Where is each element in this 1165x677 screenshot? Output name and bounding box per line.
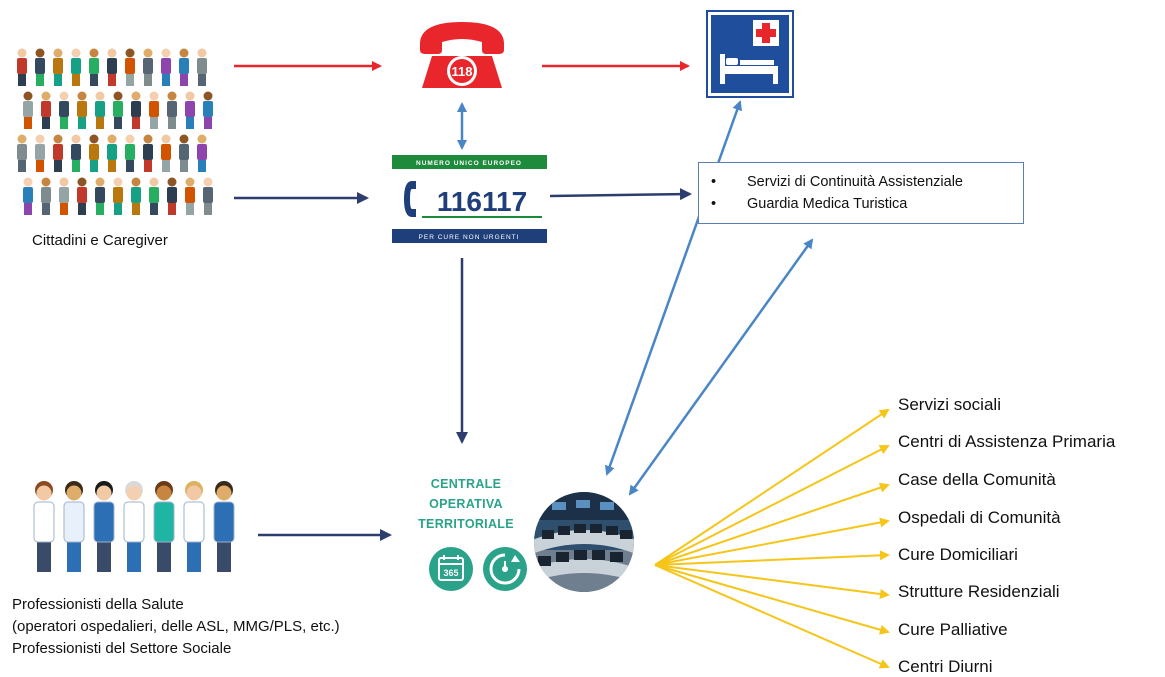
professionals-line-1: Professionisti della Salute [12,596,184,613]
services-item: Guardia Medica Turistica [699,193,1023,215]
number-116117-digits: 116117 [437,186,527,217]
arrow-116117-to-services [549,188,692,201]
professionals-line-3: Professionisti del Settore Sociale [12,640,232,657]
arrow-to-strutture-residenziali [654,564,890,599]
destination-servizi-sociali: Servizi sociali [898,395,1001,414]
calendar-365-text: 365 [443,568,458,578]
destination-cure-domiciliari: Cure Domiciliari [898,545,1018,564]
citizens-caption: Cittadini e Caregiver [32,232,168,249]
number-116117-logo: NUMERO UNICO EUROPEO 116117 PER CURE NON… [392,155,547,243]
control-room-image [532,490,636,594]
health-professionals-image [28,478,244,578]
arrow-to-centri-assistenza-primaria [654,445,890,566]
arrow-to-case-comunita [654,482,890,566]
destination-strutture-residenziali: Strutture Residenziali [898,582,1060,601]
destination-centri-assistenza-primaria: Centri di Assistenza Primaria [898,432,1116,451]
continuity-services-box: Servizi di Continuità Assistenziale Guar… [698,162,1024,224]
citizens-crowd-image [12,44,216,220]
calendar-365-icon: 365 [428,546,474,592]
professionals-caption: Professionisti della Salute (operatori o… [12,594,340,660]
arrow-to-cure-palliative [654,564,890,635]
arrow-to-centri-diurni [654,564,890,669]
services-item: Servizi di Continuità Assistenziale [699,171,1023,193]
arrow-to-servizi-sociali [654,408,890,566]
professionals-line-2: (operatori ospedalieri, delle ASL, MMG/P… [12,618,340,635]
24h-clock-icon [482,546,528,592]
number-116117-top-label: NUMERO UNICO EUROPEO [416,160,522,167]
cot-label-line-2: OPERATIVA [429,497,503,511]
emergency-number: 118 [452,64,473,79]
hospital-sign-icon [706,10,794,98]
number-116117-bottom-label: PER CURE NON URGENTI [419,234,520,241]
cot-label: CENTRALE OPERATIVA TERRITORIALE [414,474,518,534]
arrow-cot-services-bidirectional [628,238,814,496]
destination-cure-palliative: Cure Palliative [898,620,1008,639]
arrow-to-cure-domiciliari [654,550,890,566]
destination-centri-diurni: Centri Diurni [898,657,993,676]
cot-label-line-3: TERRITORIALE [418,517,514,531]
arrow-cot-hospital-bidirectional [604,100,743,476]
cot-label-line-1: CENTRALE [430,477,502,491]
destination-case-comunita: Case della Comunità [898,470,1056,489]
destination-ospedali-comunita: Ospedali di Comunità [898,508,1061,527]
arrow-to-ospedali-comunita [654,517,890,566]
emergency-phone-icon: 118 [414,16,510,92]
